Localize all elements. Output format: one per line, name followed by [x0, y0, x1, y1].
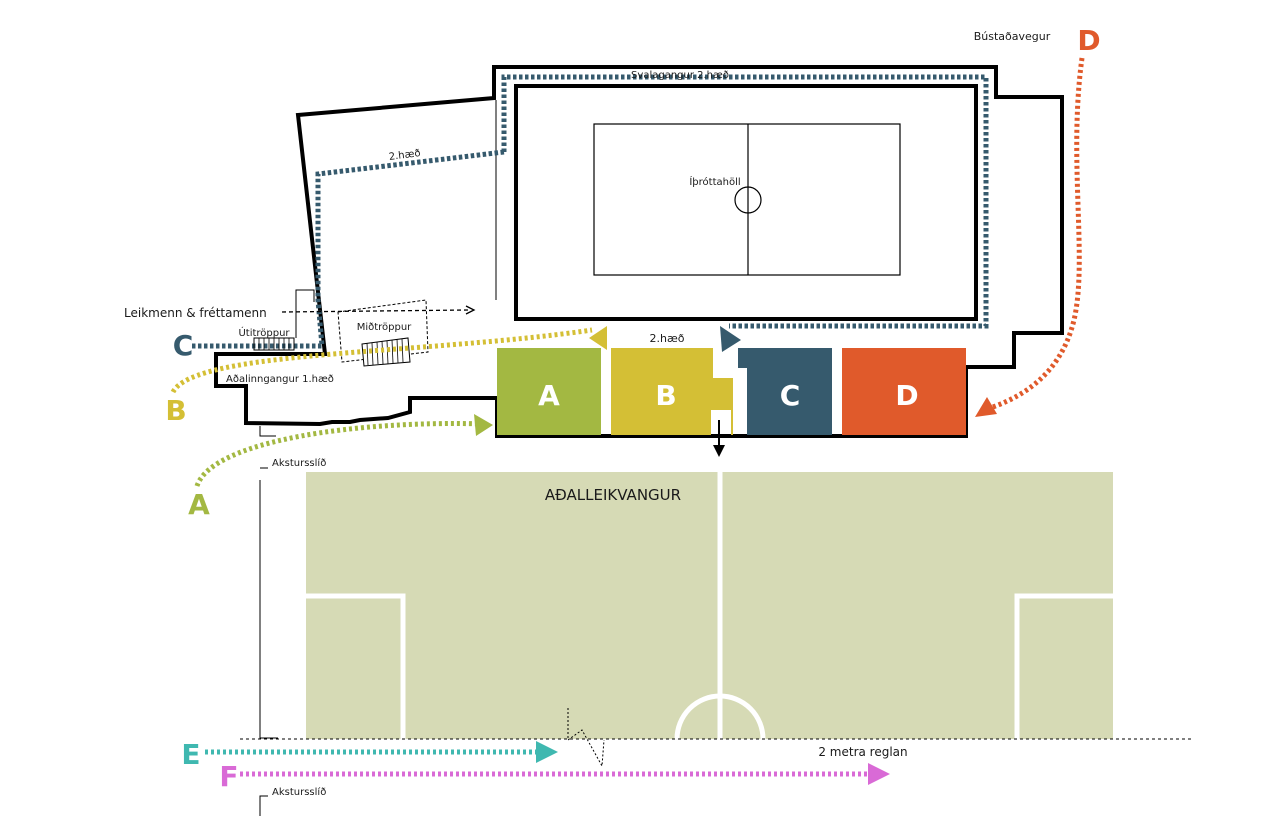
section-a-letter: A [538, 379, 560, 412]
outdoor-stairs-steps [258, 338, 290, 350]
floor2-corridor-label: 2.hæð [388, 148, 421, 163]
route-d: D Bústaðavegur [974, 24, 1101, 417]
route-b-arrow-icon [589, 326, 607, 350]
middle-stairs-label: Miðtröppur [357, 322, 412, 333]
stand-sections: A B C D 2.hæð [497, 332, 966, 435]
route-b-path [170, 327, 593, 394]
route-f: F [219, 760, 890, 793]
entrance-b-letter: B [165, 394, 186, 427]
pitch-penalty-box-right [1014, 593, 1113, 739]
outdoor-stairs: Útitröppur [238, 289, 315, 351]
sports-hall-center-circle [734, 186, 762, 214]
balcony-corridor-label: Svalagangur 2.hæð [631, 70, 729, 81]
route-c-arrow-icon [720, 326, 741, 352]
driveway-left-edge [259, 480, 278, 739]
stand-floor2-label: 2.hæð [650, 332, 685, 345]
section-c[interactable] [738, 348, 832, 435]
main-corridor-label: Aðalinngangur 1.hæð [226, 374, 334, 385]
exit-arrow-icon [713, 445, 725, 457]
players-press-label: Leikmenn & fréttamenn [124, 306, 267, 320]
driveway-top-label: Akstursslíð [272, 457, 326, 469]
driveway-bottom-corner [259, 795, 268, 816]
outdoor-stairs-rail [295, 289, 315, 338]
pitch-penalty-box-left [306, 593, 406, 739]
route-e-arrow-icon [536, 741, 558, 763]
route-f-arrow-icon [868, 763, 890, 785]
road-label: Bústaðavegur [974, 30, 1051, 43]
balcony-corridor-path [192, 74, 989, 349]
sports-hall-frame [514, 84, 978, 321]
entrance-f-letter: F [219, 760, 238, 793]
exit-arrow [713, 420, 725, 457]
entrance-a-letter: A [188, 488, 210, 521]
route-d-arrow-icon [975, 397, 997, 417]
entrance-e-letter: E [181, 738, 200, 771]
section-b[interactable] [611, 348, 733, 435]
pitch-center-arc [674, 693, 766, 740]
main-pitch: AÐALLEIKVANGUR [306, 472, 1113, 740]
middle-stairs: Miðtröppur [337, 299, 429, 367]
sports-hall-label: Íþróttahöll [689, 175, 740, 188]
entrance-d-letter: D [1077, 24, 1100, 57]
two-meter-label: 2 metra reglan [818, 745, 907, 759]
players-press-dashed-line [281, 309, 469, 313]
two-meter-notch [567, 708, 605, 768]
players-press-route: Leikmenn & fréttamenn [124, 305, 476, 320]
driveway-bottom-label: Akstursslíð [272, 786, 326, 798]
sports-hall-court [593, 123, 901, 276]
players-press-arrow-icon [465, 305, 476, 315]
driveway [259, 426, 278, 816]
middle-stairs-steps [366, 338, 404, 366]
sports-hall: Íþróttahöll [514, 84, 978, 321]
route-e: E [181, 738, 558, 771]
middle-stairs-dashed-area [337, 299, 429, 363]
route-a-arrow-icon [474, 414, 493, 436]
building-wall [214, 65, 1064, 438]
section-d[interactable] [842, 348, 966, 435]
main-field-label: AÐALLEIKVANGUR [545, 486, 681, 504]
route-a: A [188, 414, 493, 521]
section-d-letter: D [895, 379, 918, 412]
section-a[interactable] [497, 348, 601, 435]
route-c: C [173, 326, 741, 362]
driveway-top-corner [259, 426, 276, 437]
section-c-letter: C [780, 379, 801, 412]
route-d-path [989, 57, 1085, 411]
entrance-c-letter: C [173, 329, 194, 362]
route-b: B [165, 326, 607, 427]
main-pitch-surface [306, 472, 1113, 739]
section-b-letter: B [655, 379, 676, 412]
outdoor-stairs-label: Útitröppur [238, 326, 290, 339]
